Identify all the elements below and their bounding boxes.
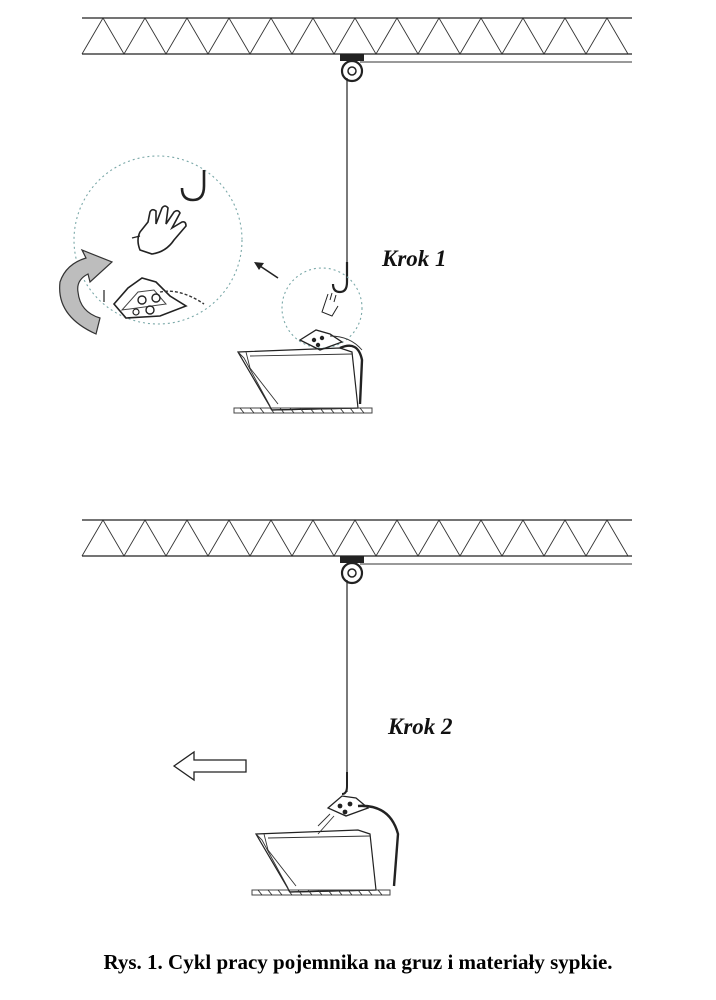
latch-large [103,277,205,319]
latch-step2 [326,795,370,817]
left-arrow-icon [172,750,247,782]
pointer-arrow [259,265,279,279]
container-bail-2 [357,804,400,887]
skip-container-1 [233,347,373,414]
pulley-trolley-2 [338,554,366,585]
figure-caption: Rys. 1. Cykl pracy pojemnika na gruz i m… [103,950,613,974]
hand-icon-large [131,205,187,255]
hand-icon-small [321,292,339,317]
crane-hook-detail [180,170,206,202]
skip-container-2 [251,829,391,896]
pointer-arrow-head [254,262,264,270]
detail-circle-large [73,155,243,325]
rotate-arrow-icon [59,248,114,335]
crane-hook-2 [341,772,348,795]
crane-hook-1 [331,262,349,294]
container-step2 [251,795,400,896]
container-bail-1 [339,344,364,405]
step1-label: Krok 1 [382,246,447,271]
step2-label: Krok 2 [388,714,453,739]
step1-group [59,17,633,414]
pulley-trolley-1 [338,52,366,83]
detail-circle-small [281,267,363,349]
step2-group [81,519,633,795]
